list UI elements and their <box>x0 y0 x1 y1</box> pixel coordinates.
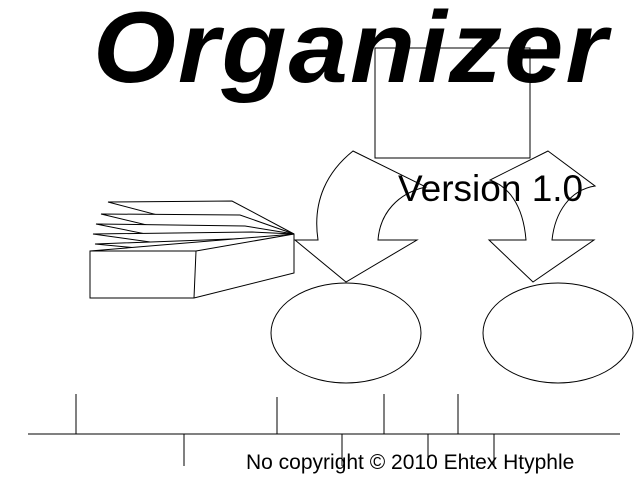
app-title: Organizer <box>93 0 612 104</box>
flowchart-box <box>374 47 531 159</box>
ellipse-left <box>270 282 422 384</box>
copyright-label: No copyright © 2010 Ehtex Htyphle <box>246 451 574 474</box>
document-stack-icon <box>89 200 295 299</box>
curved-arrow-left <box>293 150 428 283</box>
curved-arrow-right <box>487 150 597 283</box>
ellipse-right <box>482 282 634 384</box>
version-label: Version 1.0 <box>398 168 583 209</box>
timeline-ruler <box>28 394 620 466</box>
